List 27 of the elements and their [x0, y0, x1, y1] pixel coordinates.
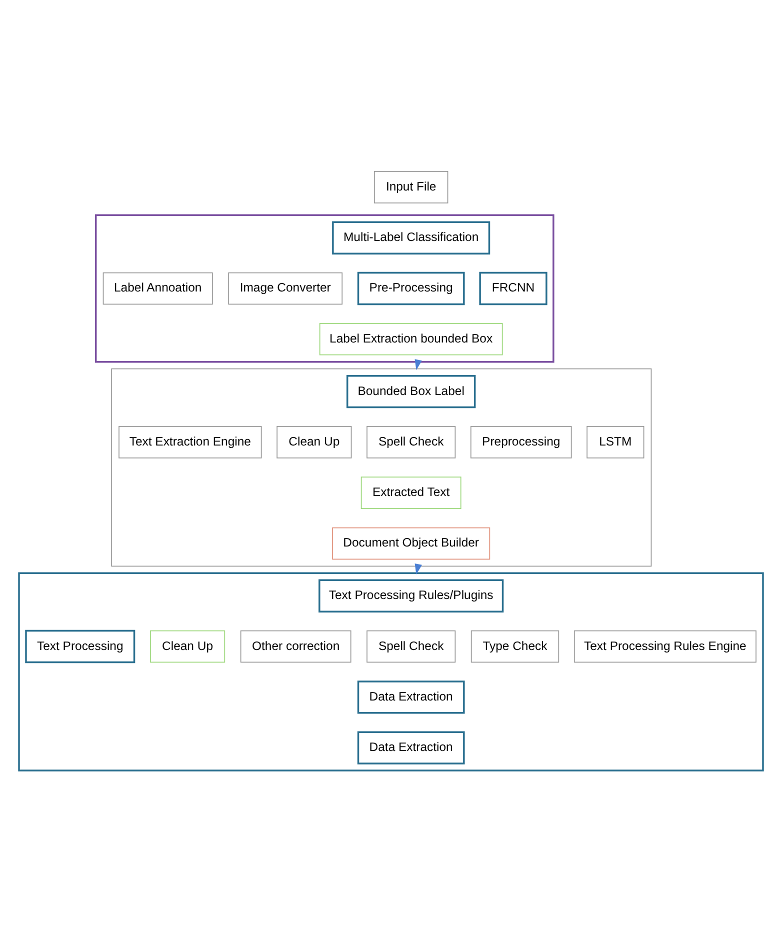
node-box: Extracted Text: [360, 476, 462, 509]
node-box: Other correction: [240, 630, 352, 663]
node-box: Pre-Processing: [357, 272, 465, 306]
cluster: [94, 214, 554, 363]
node-box: Input File: [374, 171, 448, 204]
node-box: Text Extraction Engine: [118, 426, 262, 458]
node-box: FRCNN: [479, 272, 548, 306]
node-box: Data Extraction: [357, 731, 465, 764]
node-box: Text Processing Rules/Plugins: [318, 579, 504, 612]
node-box: Clean Up: [276, 426, 352, 458]
node-box: Type Check: [470, 630, 560, 663]
node-box: Clean Up: [150, 630, 226, 663]
node-box: Bounded Box Label: [346, 374, 476, 408]
node-box: Image Converter: [228, 272, 343, 305]
node-box: Document Object Builder: [332, 527, 490, 560]
node-box: Label Extraction bounded Box: [319, 323, 503, 356]
node-box: Text Processing: [25, 630, 136, 664]
node-box: Text Processing Rules Engine: [574, 630, 756, 663]
cluster: [111, 368, 652, 567]
node-box: Label Annoation: [102, 272, 213, 305]
node-box: Preprocessing: [470, 426, 572, 458]
node-box: LSTM: [586, 426, 644, 458]
node-box: Spell Check: [366, 426, 456, 458]
node-box: Spell Check: [366, 630, 456, 663]
node-box: Multi-Label Classification: [332, 221, 490, 254]
node-box: Data Extraction: [357, 680, 465, 714]
cluster: [18, 572, 764, 772]
